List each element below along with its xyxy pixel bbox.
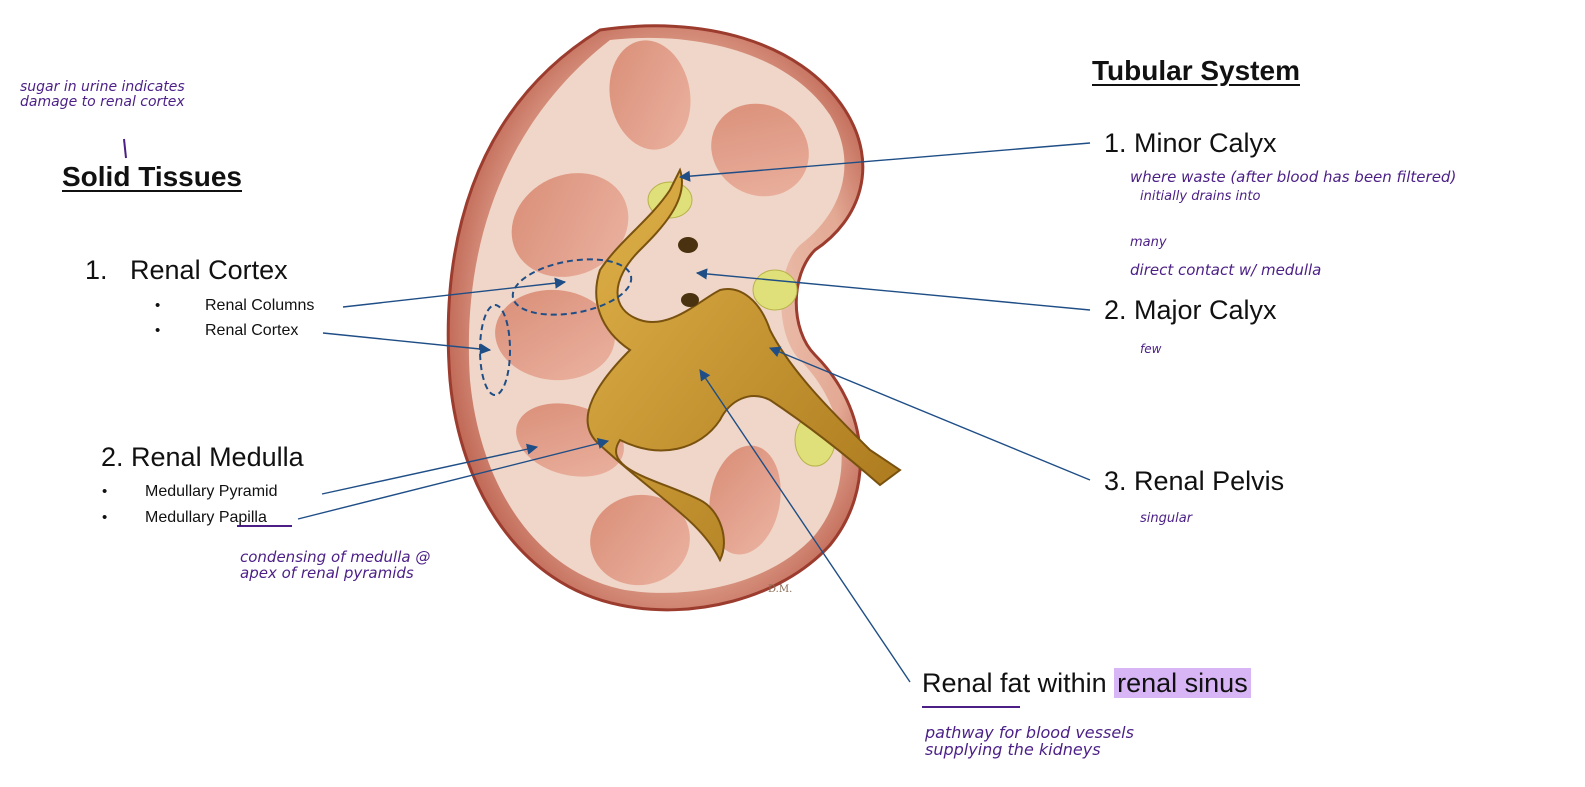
medullary-pyramid-label: Medullary Pyramid [145, 483, 278, 500]
renal-cortex-label: 1. Renal Cortex [85, 255, 288, 285]
cortex-note: sugar in urine indicates damage to renal… [20, 79, 185, 110]
renal-pelvis-note: singular [1140, 511, 1193, 526]
renal-pelvis-label: 3. Renal Pelvis [1104, 466, 1285, 496]
minor-calyx-note-2: initially drains into [1140, 189, 1261, 204]
bullet: • [155, 297, 161, 314]
pointer-lines [297, 142, 1091, 683]
minor-calyx-note-1: where waste (after blood has been filter… [1130, 168, 1457, 186]
tubular-system-heading: Tubular System [1092, 55, 1300, 86]
minor-calyx-note-3: many [1130, 235, 1167, 250]
bullet: • [102, 483, 108, 500]
renal-medulla-label: 2. Renal Medulla [101, 442, 304, 472]
medullary-papilla-label: Medullary Papilla [145, 509, 267, 526]
renal-columns-label: Renal Columns [205, 297, 315, 314]
renal-sinus-note: pathway for blood vessels supplying the … [925, 723, 1134, 759]
papilla-note: condensing of medulla @ apex of renal py… [240, 548, 431, 582]
major-calyx-label: 2. Major Calyx [1104, 295, 1277, 325]
renal-fat-label: Renal fat within renal sinus [922, 668, 1251, 699]
bullet: • [155, 322, 161, 339]
artist-signature: D.M. [768, 584, 792, 595]
major-calyx-note: few [1140, 342, 1162, 356]
renal-cortex-sub-label: Renal Cortex [205, 322, 299, 339]
papilla-word: Papilla [218, 509, 267, 526]
minor-calyx-label: 1. Minor Calyx [1104, 128, 1277, 158]
kidney-illustration: D.M. [446, 24, 902, 612]
minor-calyx-note-4: direct contact w/ medulla [1130, 261, 1322, 279]
renal-sinus-highlight: renal sinus [1114, 668, 1251, 698]
bullet: • [102, 509, 108, 526]
solid-tissues-heading: Solid Tissues [62, 161, 242, 192]
